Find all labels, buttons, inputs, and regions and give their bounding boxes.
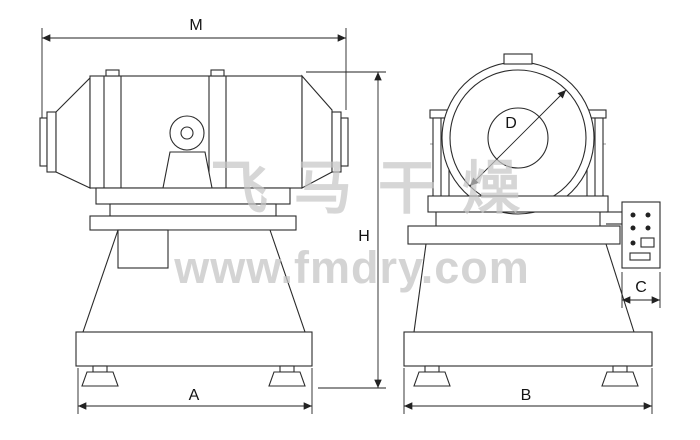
foot-pad xyxy=(268,371,306,387)
band-clamp-2-lug xyxy=(210,69,225,77)
top-bracket xyxy=(503,53,533,65)
foot-stem xyxy=(612,365,628,373)
foot-pad xyxy=(413,371,451,387)
foot-stem xyxy=(92,365,108,373)
panel-button xyxy=(630,225,636,231)
foot-left xyxy=(81,365,119,387)
right-flange-outer xyxy=(340,117,349,167)
left-view-side-elevation xyxy=(39,69,349,387)
motor-box xyxy=(117,229,169,269)
dimension-c-label: C xyxy=(635,279,647,296)
dimension-c: C xyxy=(621,272,661,308)
diameter-arrow xyxy=(469,89,567,187)
drive-shaft-circle xyxy=(180,126,194,140)
foot-pad xyxy=(601,371,639,387)
base-plinth-right-view xyxy=(403,331,653,367)
dimension-m-label: M xyxy=(189,17,202,34)
foot-pad xyxy=(81,371,119,387)
dimension-b: B xyxy=(403,368,653,414)
dimension-h: H xyxy=(306,71,386,389)
left-flange-inner xyxy=(46,111,57,173)
saddle-plate xyxy=(427,195,609,213)
dimension-b-label: B xyxy=(521,387,532,404)
drive-pedestal xyxy=(162,151,213,189)
foot-stem xyxy=(424,365,440,373)
panel-button xyxy=(645,225,651,231)
watermark-url-text: www.fmdry.com xyxy=(173,242,530,293)
dimension-d: D xyxy=(469,89,567,187)
frame-rails xyxy=(407,225,621,245)
foot-left xyxy=(413,365,451,387)
panel-display xyxy=(640,237,655,248)
control-panel-box xyxy=(621,201,661,269)
watermark-brand-text: 飞马干燥 xyxy=(210,156,546,221)
leg-right xyxy=(605,243,635,333)
dimension-a-label: A xyxy=(189,387,200,404)
control-panel xyxy=(606,201,661,269)
dimension-h-label: H xyxy=(358,228,370,245)
foot-right xyxy=(268,365,306,387)
base-plinth-left-view xyxy=(75,331,313,367)
panel-button xyxy=(630,212,636,218)
dimension-d-label: D xyxy=(505,115,517,132)
foot-right xyxy=(601,365,639,387)
drum-left-cone xyxy=(55,76,91,189)
panel-button xyxy=(630,240,636,246)
panel-switch xyxy=(629,252,651,261)
leg-left xyxy=(413,243,427,333)
band-clamp-1-lug xyxy=(105,69,120,77)
left-flange-outer xyxy=(39,117,48,167)
panel-button xyxy=(645,212,651,218)
watermark: 飞马干燥 www.fmdry.com xyxy=(173,156,546,293)
dimension-a: A xyxy=(77,368,313,414)
dimension-m: M xyxy=(41,17,347,118)
foot-stem xyxy=(279,365,295,373)
